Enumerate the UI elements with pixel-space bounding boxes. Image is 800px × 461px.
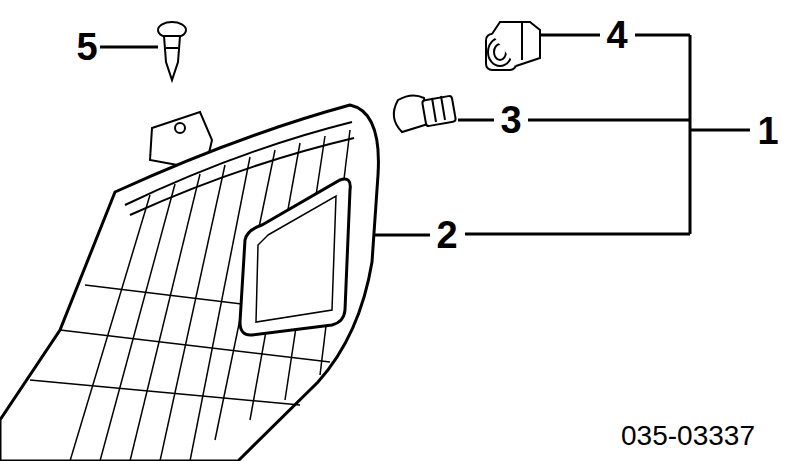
leader-line	[540, 34, 600, 37]
callout-number: 2	[436, 216, 457, 254]
leader-line	[465, 233, 690, 236]
callout-number: 3	[500, 101, 521, 139]
callout-number: 5	[76, 28, 97, 66]
leader-line	[100, 46, 158, 49]
diagram-code: 035-03337	[621, 422, 755, 450]
bulb	[394, 95, 456, 132]
callout-number: 1	[757, 112, 778, 150]
callout-number: 4	[606, 16, 627, 54]
leader-line	[528, 119, 690, 122]
leader-line	[690, 129, 750, 132]
leader-line	[458, 119, 494, 122]
leader-line	[372, 234, 430, 237]
corner-lamp	[0, 105, 378, 461]
bulb-socket	[486, 22, 540, 70]
leader-line	[635, 34, 690, 37]
bracket-line	[689, 35, 692, 234]
push-clip	[158, 22, 186, 80]
